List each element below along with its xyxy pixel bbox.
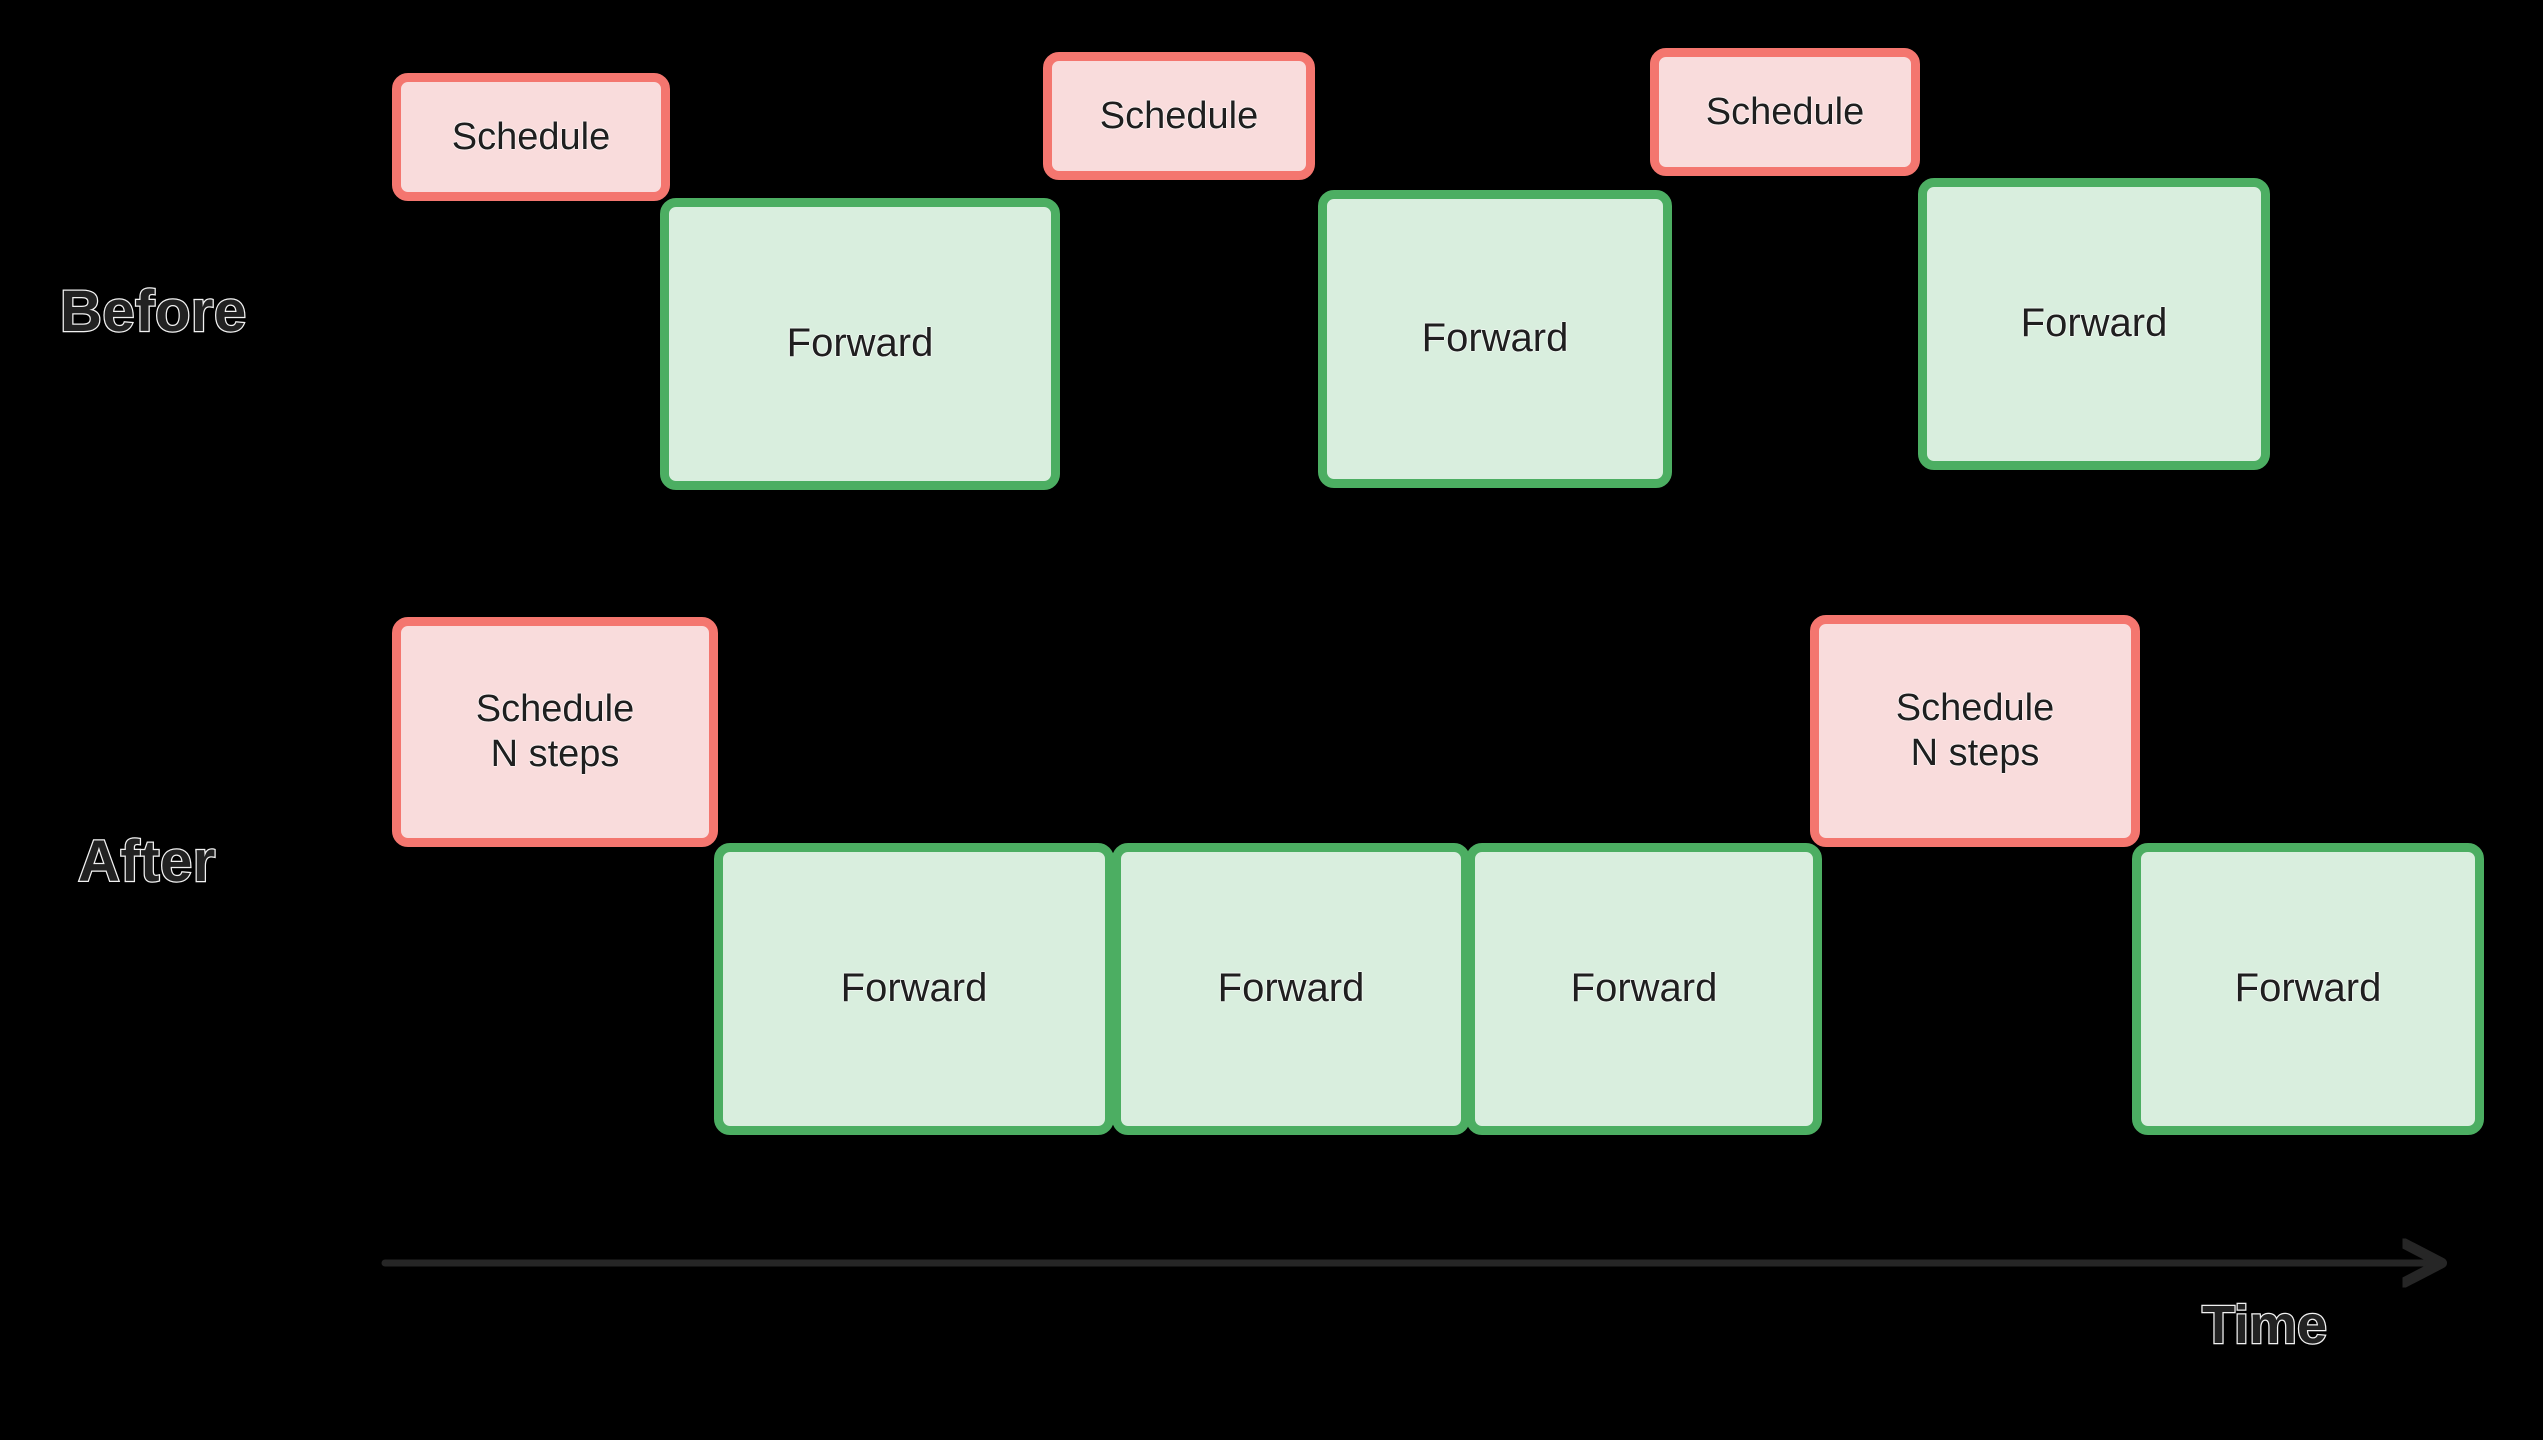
forward-block-before-2: Forward bbox=[660, 198, 1060, 490]
schedule-block-label: Schedule bbox=[1705, 90, 1865, 133]
forward-block-label: Forward bbox=[840, 966, 988, 1011]
row-label-after: After bbox=[77, 829, 217, 894]
schedule-block-label: Schedule N steps bbox=[475, 688, 635, 775]
forward-block-after-3: Forward bbox=[1112, 843, 1470, 1135]
forward-block-before-4: Forward bbox=[1318, 190, 1672, 488]
schedule-block-before-3: Schedule bbox=[1043, 52, 1315, 180]
forward-block-label: Forward bbox=[2234, 966, 2382, 1011]
forward-block-after-6: Forward bbox=[2132, 843, 2484, 1135]
forward-block-label: Forward bbox=[1570, 966, 1718, 1011]
forward-block-after-4: Forward bbox=[1466, 843, 1822, 1135]
forward-block-label: Forward bbox=[786, 321, 934, 366]
schedule-block-before-5: Schedule bbox=[1650, 48, 1920, 176]
schedule-block-label: Schedule bbox=[1099, 94, 1259, 137]
schedule-block-after-5: Schedule N steps bbox=[1810, 615, 2140, 847]
schedule-block-before-1: Schedule bbox=[392, 73, 670, 201]
schedule-block-after-1: Schedule N steps bbox=[392, 617, 718, 847]
row-label-before: Before bbox=[59, 279, 248, 344]
schedule-block-label: Schedule bbox=[451, 115, 611, 158]
schedule-block-label: Schedule N steps bbox=[1895, 687, 2055, 774]
forward-block-label: Forward bbox=[1421, 316, 1569, 361]
forward-block-label: Forward bbox=[2020, 301, 2168, 346]
forward-block-before-6: Forward bbox=[1918, 178, 2270, 470]
forward-block-after-2: Forward bbox=[714, 843, 1114, 1135]
time-axis-label: Time bbox=[2201, 1295, 2329, 1355]
forward-block-label: Forward bbox=[1217, 966, 1365, 1011]
